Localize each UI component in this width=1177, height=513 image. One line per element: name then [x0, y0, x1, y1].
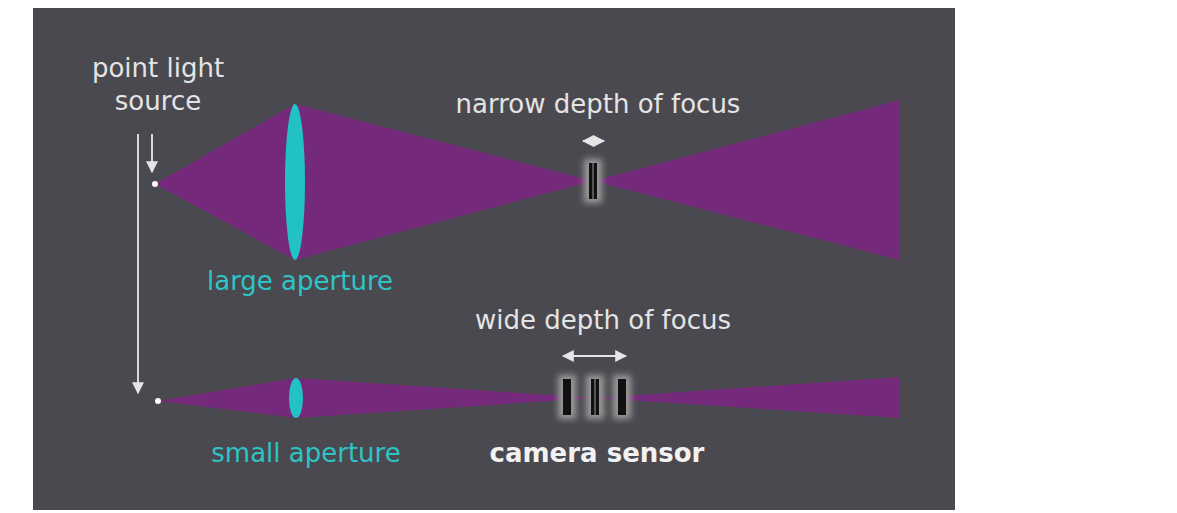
aperture-label: large aperture	[207, 265, 393, 298]
sensor-symbol	[584, 159, 602, 203]
pointer-arrow	[151, 134, 153, 172]
small-lens	[289, 378, 303, 418]
light-cone-small	[158, 377, 900, 418]
depth-label: narrow depth of focus	[456, 88, 741, 121]
sensor-symbol	[558, 375, 631, 419]
depth-label: wide depth of focus	[475, 304, 731, 337]
point-source	[152, 181, 158, 187]
aperture-label: small aperture	[211, 437, 400, 470]
background-panel	[33, 8, 955, 510]
depth-arrow	[563, 355, 626, 357]
point-source	[155, 398, 161, 404]
pointer-arrow	[137, 134, 139, 393]
large-lens	[285, 104, 305, 260]
sensor-label: camera sensor	[490, 437, 705, 470]
depth-arrow	[583, 140, 604, 142]
light-cone-large	[155, 100, 900, 260]
source-label: point light source	[71, 52, 246, 118]
